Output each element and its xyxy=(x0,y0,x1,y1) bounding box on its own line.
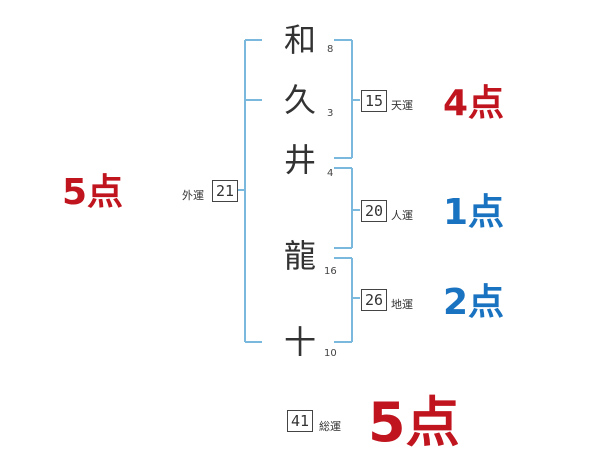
soukaku-score: 5点 xyxy=(368,391,460,454)
chikaku-label: 地運 xyxy=(391,298,413,311)
name-char-1: 和 xyxy=(283,21,316,59)
gaikaku-value-box: 21 xyxy=(212,180,238,202)
name-char-3: 井 xyxy=(283,141,316,179)
gaikaku-score: 5点 xyxy=(62,172,124,213)
stroke-count-3: 4 xyxy=(327,168,334,179)
name-char-5: 十 xyxy=(283,323,316,361)
gaikaku-label: 外運 xyxy=(182,189,204,202)
chikaku-score: 2点 xyxy=(443,282,505,323)
soukaku-label: 総運 xyxy=(319,420,341,433)
soukaku-value-box: 41 xyxy=(287,410,313,432)
name-char-2: 久 xyxy=(283,81,316,119)
name-char-4: 龍 xyxy=(283,237,316,275)
tenkaku-score: 4点 xyxy=(443,83,505,124)
chikaku-value-box: 26 xyxy=(361,289,387,311)
jinkaku-score: 1点 xyxy=(443,192,505,233)
stroke-count-1: 8 xyxy=(327,44,334,55)
tenkaku-value-box: 15 xyxy=(361,90,387,112)
jinkaku-label: 人運 xyxy=(391,209,413,222)
stroke-count-5: 10 xyxy=(324,348,337,359)
jinkaku-value-box: 20 xyxy=(361,200,387,222)
tenkaku-label: 天運 xyxy=(391,99,413,112)
stroke-count-2: 3 xyxy=(327,108,334,119)
stroke-count-4: 16 xyxy=(324,266,337,277)
